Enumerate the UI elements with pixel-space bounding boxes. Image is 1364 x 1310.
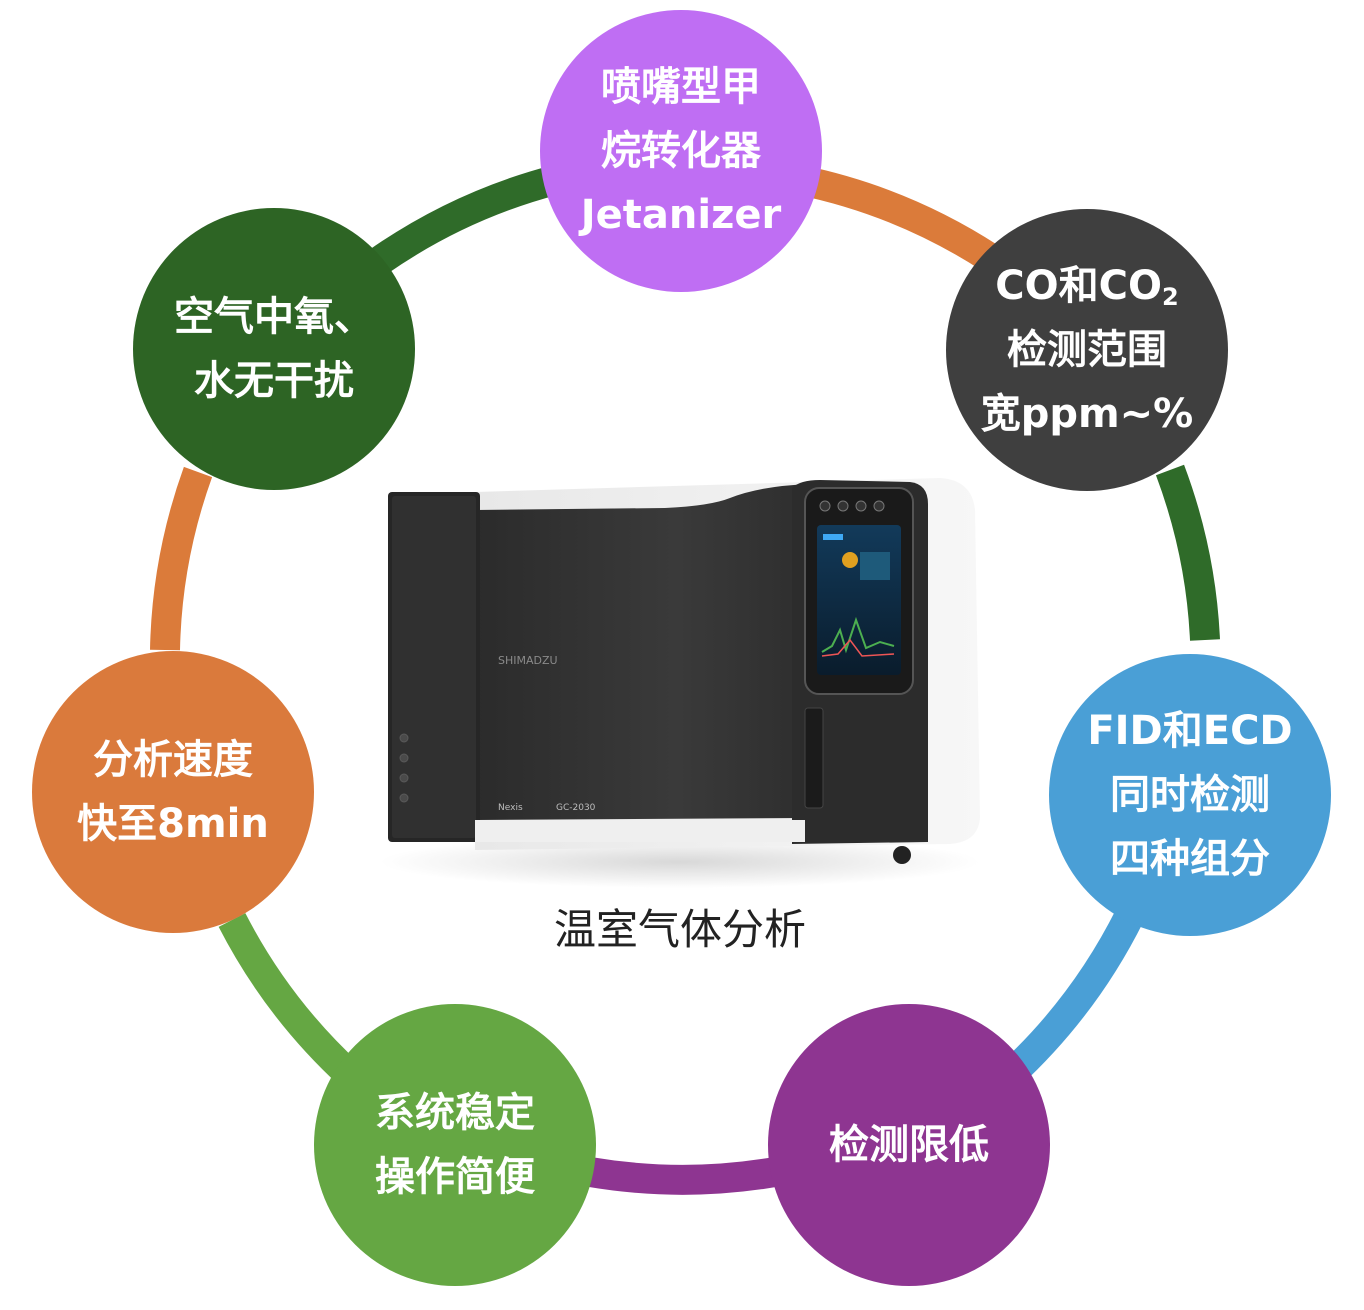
node-text: 检测范围 [1007, 327, 1167, 373]
gas-chromatograph-image: SHIMADZU Nexis GC-2030 [380, 478, 980, 888]
ring-segment-botl-left [218, 913, 361, 1087]
ring-segment-right2-botr [999, 908, 1144, 1087]
brand-logo-text: SHIMADZU [498, 654, 558, 667]
node-text: 分析速度 [93, 737, 253, 783]
node-text: 喷嘴型甲 [601, 64, 761, 110]
node-text: 空气中氧、 [174, 294, 374, 340]
model-text: GC-2030 [556, 803, 596, 813]
ring-segment-upleft-top [369, 165, 559, 275]
feature-node-fast-analysis: 分析速度 快至8min [32, 651, 314, 933]
node-text-line: CO和CO2 [995, 254, 1178, 318]
node-text: FID和ECD [1087, 708, 1293, 754]
feature-node-no-interference: 空气中氧、 水无干扰 [133, 208, 415, 490]
ring-segment-left-upleft [150, 466, 213, 651]
feature-node-stable-easy: 系统稳定 操作简便 [314, 1004, 596, 1286]
center-caption: 温室气体分析 [553, 905, 806, 954]
node-text: 快至8min [77, 801, 269, 847]
node-text: 水无干扰 [194, 358, 354, 404]
node-text: 烷转化器 [601, 128, 761, 174]
feature-node-jetanizer: 喷嘴型甲 烷转化器 Jetanizer [540, 10, 822, 292]
node-text: CO和CO [995, 263, 1162, 309]
node-text: 检测限低 [829, 1122, 989, 1168]
feature-node-fid-ecd: FID和ECD 同时检测 四种组分 [1049, 654, 1331, 936]
series-text: Nexis [498, 803, 523, 813]
feature-node-low-detection-limit: 检测限低 [768, 1004, 1050, 1286]
ring-segment-right-right2 [1155, 464, 1220, 641]
ring-segment-top-right [796, 165, 999, 271]
node-text: 同时检测 [1110, 772, 1270, 818]
node-text: Jetanizer [580, 192, 782, 238]
node-text: 四种组分 [1110, 836, 1270, 882]
node-text: 系统稳定 [375, 1090, 535, 1136]
feature-node-co-co2-range: CO和CO2 检测范围 宽ppm~% [946, 209, 1228, 491]
ring-segment-botr-botl [587, 1157, 778, 1195]
node-text: 宽ppm~% [980, 391, 1194, 437]
node-text: 操作简便 [375, 1154, 535, 1200]
node-subscript: 2 [1162, 283, 1179, 311]
